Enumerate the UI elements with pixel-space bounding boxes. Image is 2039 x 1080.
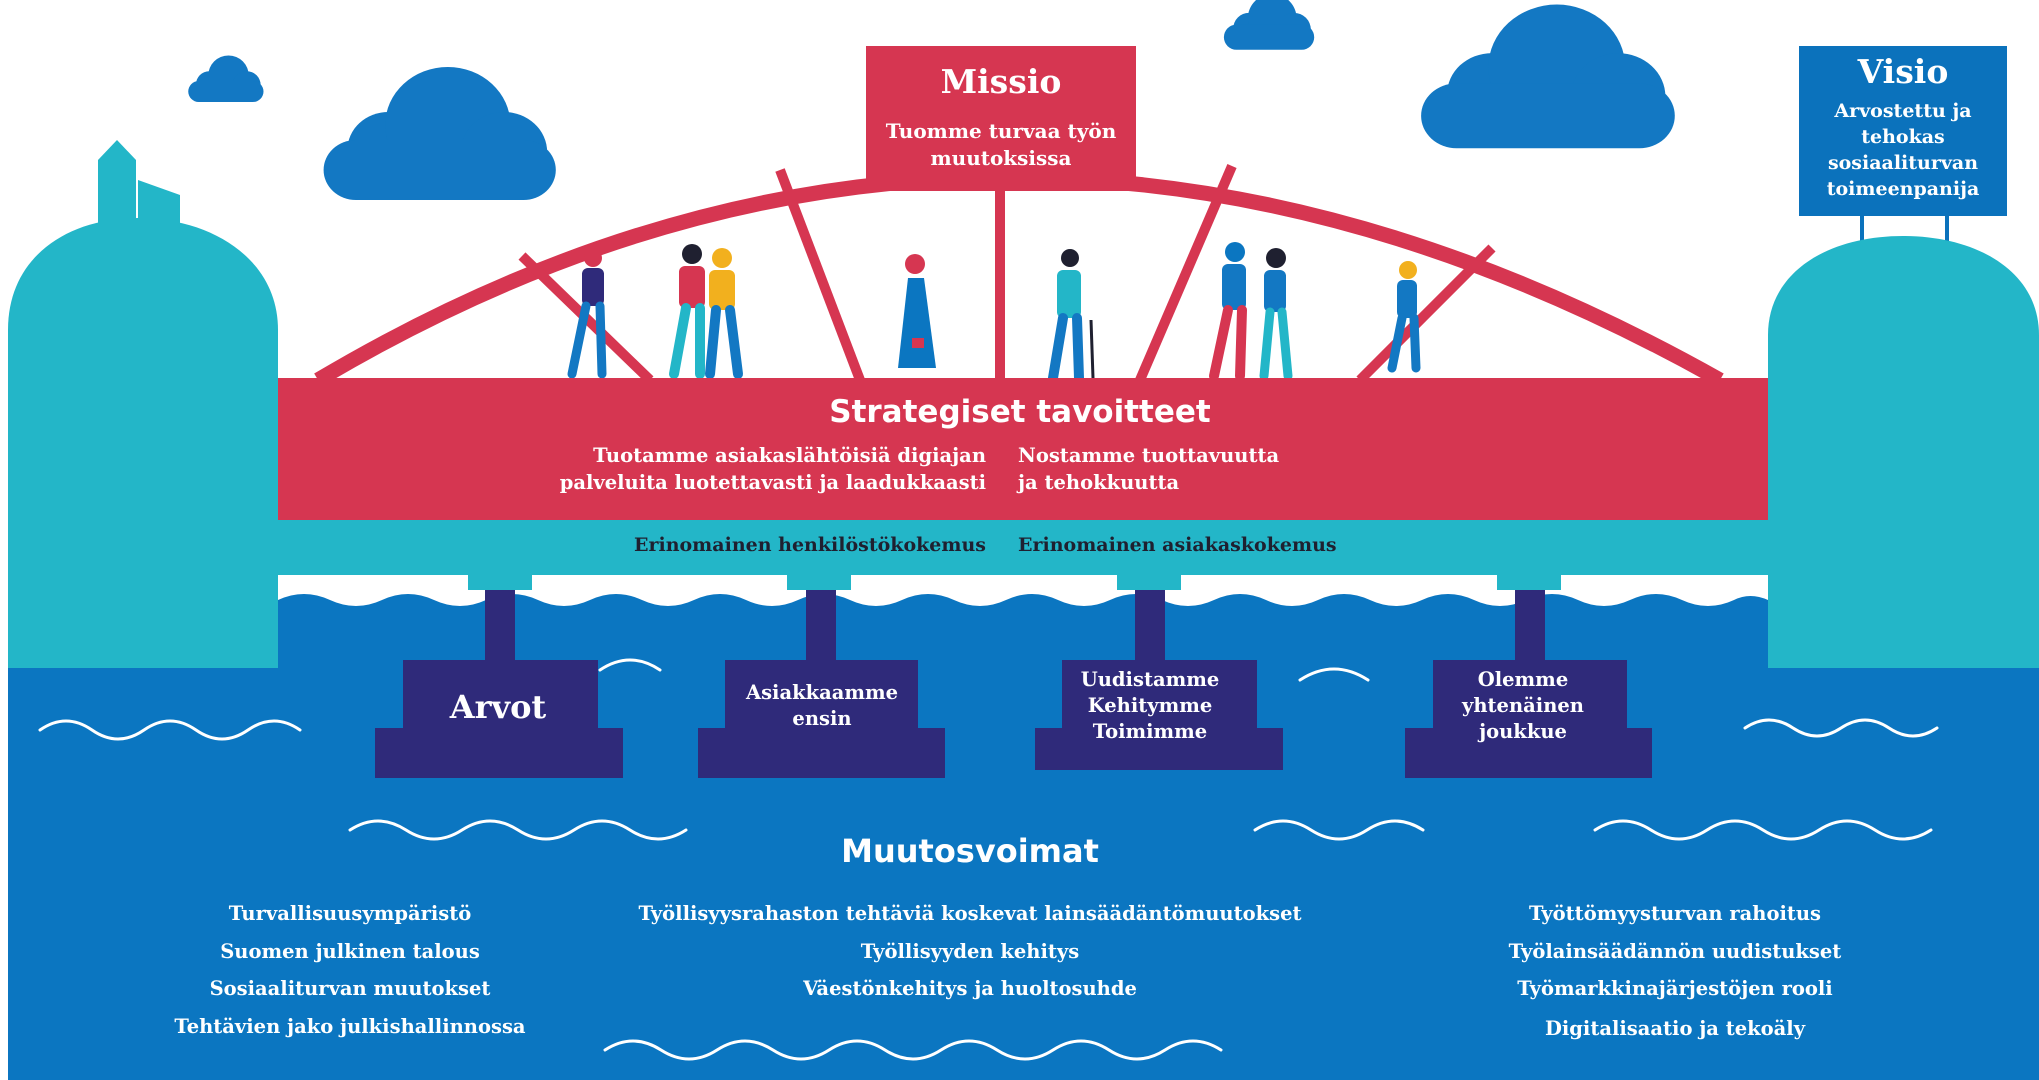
person-icon bbox=[1209, 242, 1247, 381]
visio-text-line: tehokas bbox=[1861, 126, 1945, 148]
force-item: Väestönkehitys ja huoltosuhde bbox=[803, 977, 1137, 1000]
visio-text-line: toimeenpanija bbox=[1826, 178, 1980, 200]
force-item: Sosiaaliturvan muutokset bbox=[209, 977, 491, 1000]
person-icon bbox=[1048, 249, 1095, 383]
force-item: Työlainsäädännön uudistukset bbox=[1508, 940, 1842, 963]
value-line: Kehitymme bbox=[1087, 694, 1213, 717]
goal-line: ja tehokkuutta bbox=[1018, 471, 1180, 494]
person-icon bbox=[567, 249, 607, 379]
value-line: ensin bbox=[792, 707, 852, 730]
value-line: yhtenäinen bbox=[1462, 694, 1584, 717]
forces-title: Muutosvoimat bbox=[841, 832, 1099, 870]
value-item: Asiakkaamme ensin bbox=[712, 680, 932, 732]
visio-title: Visio bbox=[1857, 52, 1949, 91]
strategy-goal-left: Tuotamme asiakaslähtöisiä digiajan palve… bbox=[540, 442, 986, 496]
goal-line: Nostamme tuottavuutta bbox=[1018, 444, 1280, 467]
value-line: joukkue bbox=[1479, 720, 1567, 743]
experience-right: Erinomainen asiakaskokemus bbox=[1018, 534, 1337, 556]
strategy-goal-right: Nostamme tuottavuutta ja tehokkuutta bbox=[1018, 442, 1438, 496]
person-icon bbox=[1259, 248, 1293, 381]
force-item: Suomen julkinen talous bbox=[220, 940, 480, 963]
missio-text: Tuomme turvaa työn muutoksissa bbox=[866, 118, 1136, 172]
missio-text-line: Tuomme turvaa työn bbox=[885, 119, 1117, 143]
force-item: Digitalisaatio ja tekoäly bbox=[1544, 1017, 1806, 1040]
visio-box bbox=[1799, 46, 2007, 216]
missio-box bbox=[866, 46, 1136, 191]
value-item: Olemme yhtenäinen joukkue bbox=[1413, 667, 1633, 745]
value-line: Uudistamme bbox=[1080, 668, 1220, 691]
strategy-deck bbox=[278, 378, 1768, 590]
missio-text-line: muutoksissa bbox=[930, 146, 1072, 170]
person-icon bbox=[1387, 261, 1421, 373]
left-shore bbox=[8, 140, 278, 700]
visio-text-line: sosiaaliturvan bbox=[1827, 152, 1979, 174]
person-icon bbox=[669, 244, 705, 379]
right-shore bbox=[1768, 215, 2039, 700]
value-line: Toimimme bbox=[1092, 720, 1208, 743]
values-title: Arvot bbox=[449, 688, 547, 726]
force-item: Turvallisuusympäristö bbox=[228, 902, 472, 925]
experience-left: Erinomainen henkilöstökokemus bbox=[633, 534, 986, 556]
strategy-title: Strategiset tavoitteet bbox=[829, 394, 1211, 430]
value-line: Olemme bbox=[1477, 668, 1569, 691]
missio-title: Missio bbox=[940, 62, 1062, 101]
force-item: Työttömyysturvan rahoitus bbox=[1528, 902, 1822, 925]
value-buoys bbox=[375, 590, 1652, 778]
visio-text-line: Arvostettu ja bbox=[1834, 100, 1972, 122]
force-item: Tehtävien jako julkishallinnossa bbox=[174, 1015, 526, 1038]
walking-people bbox=[567, 242, 1421, 383]
value-item: Uudistamme Kehitymme Toimimme bbox=[1040, 667, 1260, 745]
goal-line: Tuotamme asiakaslähtöisiä digiajan bbox=[593, 444, 986, 467]
force-item: Työllisyysrahaston tehtäviä koskevat lai… bbox=[638, 902, 1302, 925]
goal-line: palveluita luotettavasti ja laadukkaasti bbox=[559, 471, 986, 494]
visio-text: Arvostettu ja tehokas sosiaaliturvan toi… bbox=[1799, 98, 2007, 202]
force-item: Työmarkkinajärjestöjen rooli bbox=[1517, 977, 1833, 1000]
person-icon bbox=[898, 254, 936, 368]
person-icon bbox=[705, 248, 743, 379]
value-line: Asiakkaamme bbox=[745, 681, 899, 704]
force-item: Työllisyyden kehitys bbox=[860, 940, 1080, 963]
